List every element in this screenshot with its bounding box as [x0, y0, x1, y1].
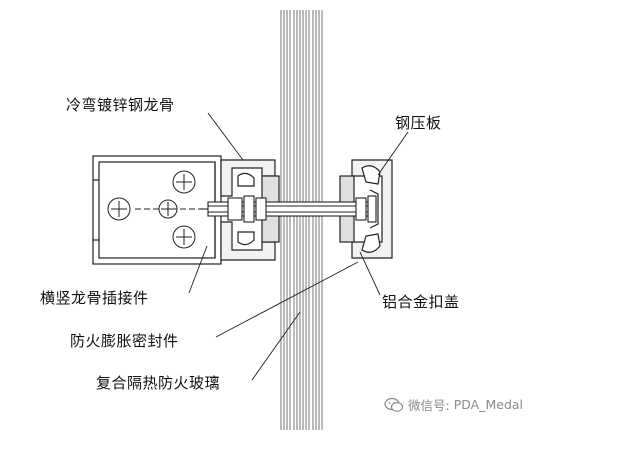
wechat-icon [384, 397, 404, 413]
galvanized-steel-keel [92, 155, 222, 265]
label-steel-press-plate: 钢压板 [395, 114, 442, 132]
bolt-assembly [200, 195, 377, 223]
glass-panel [280, 10, 323, 430]
right-clamp-profile [339, 159, 393, 259]
label-cold-bent-galvanized-steel-keel: 冷弯镀锌钢龙骨 [66, 96, 175, 114]
watermark-prefix: 微信号: [408, 398, 450, 413]
leader-lines [188, 112, 409, 381]
label-fire-expansion-seal: 防火膨胀密封件 [70, 332, 179, 350]
label-keel-connector: 横竖龙骨插接件 [40, 289, 149, 307]
keel-connector-holes [107, 170, 200, 249]
watermark-account: PDA_Medal [453, 397, 524, 412]
watermark: 微信号:PDA_Medal [384, 395, 523, 414]
label-aluminum-cover: 铝合金扣盖 [382, 293, 460, 311]
label-insulated-fire-glass: 复合隔热防火玻璃 [96, 374, 221, 392]
